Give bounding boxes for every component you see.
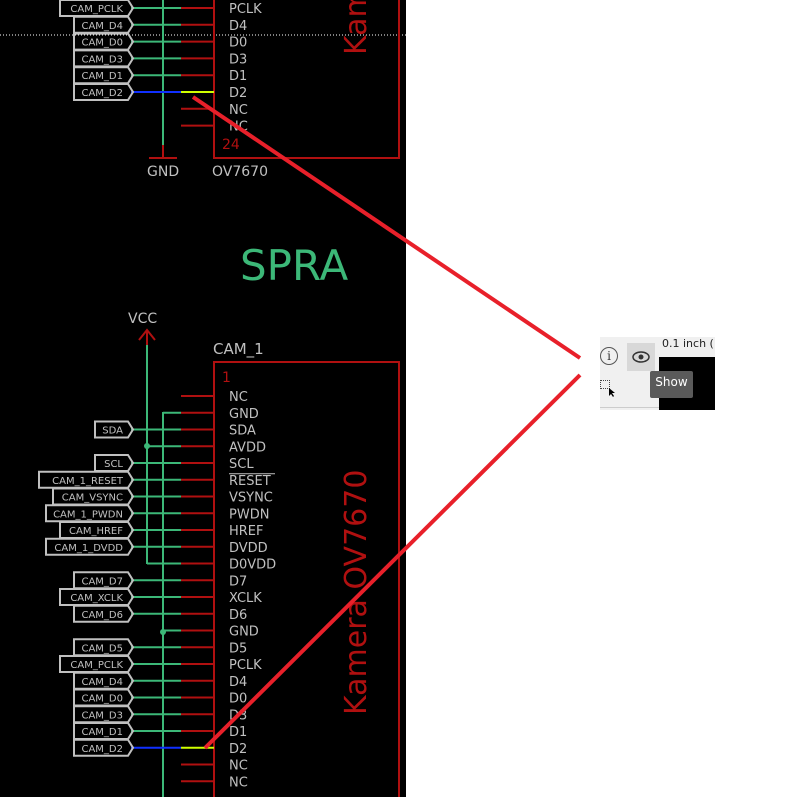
pin-name: D1: [229, 725, 247, 740]
tooltip: Show: [650, 371, 693, 398]
net-label-frame: [73, 15, 135, 34]
net-label-frame: [73, 49, 135, 68]
pin-name: GND: [229, 625, 259, 640]
part-value-vertical: Kamera OV7670: [339, 470, 374, 715]
net-label: CAM_D4: [81, 677, 123, 688]
pin-name: HREF: [229, 524, 264, 539]
pin-name: D7: [229, 574, 247, 589]
eye-icon: [632, 351, 650, 363]
pin-name: D5: [229, 641, 247, 656]
pin-name: NC: [229, 759, 248, 774]
net-label: CAM_D0: [81, 38, 123, 49]
net-label: CAM_D2: [81, 744, 123, 755]
net-label: CAM_D5: [81, 643, 123, 654]
net-label-frame: [73, 738, 135, 757]
net-label-frame: [59, 588, 135, 606]
net-label: CAM_D7: [81, 576, 123, 587]
vcc-arrow-icon: [138, 328, 156, 345]
net-label: CAM_HREF: [69, 526, 123, 537]
net-label-frame: [73, 688, 135, 707]
net-label: CAM_D6: [81, 610, 123, 621]
pin-name: VSYNC: [229, 491, 273, 506]
pin-name: NC: [229, 103, 248, 118]
pin-name: D3: [229, 52, 247, 67]
net-label-frame: [59, 655, 135, 673]
net-label-frame: [59, 521, 135, 539]
divider: [600, 407, 659, 408]
pin-name: D1: [229, 69, 247, 84]
net-label: CAM_D3: [81, 54, 123, 65]
net-label: SDA: [102, 426, 123, 437]
vcc-label: VCC: [128, 311, 157, 327]
net-label-frame: [59, 0, 135, 17]
pin-name: D3: [229, 708, 247, 723]
info-icon[interactable]: i: [600, 347, 618, 365]
pin-name: NC: [229, 775, 248, 790]
schematic[interactable]: GNDPCLKCAM_PCLKD4CAM_D4D0CAM_D0D3CAM_D3D…: [0, 0, 406, 801]
net-label-frame: [73, 671, 135, 690]
pin-name: PCLK: [229, 2, 262, 17]
part-value-vertical: Kamera: [339, 0, 374, 55]
net-label-frame: [94, 454, 135, 472]
pin-name: DVDD: [229, 541, 268, 556]
pin-name: RESET: [229, 474, 271, 489]
net-label: CAM_D3: [81, 710, 123, 721]
pin-number: 24: [222, 137, 240, 153]
net-label: CAM_D4: [81, 21, 123, 32]
net-label: CAM_PCLK: [70, 660, 123, 671]
net-label-frame: [73, 604, 135, 623]
net-label: CAM_D0: [81, 694, 123, 705]
pin-name: PCLK: [229, 658, 262, 673]
net-label: CAM_VSYNC: [62, 493, 123, 504]
pin-name: D2: [229, 86, 247, 101]
pin-name: SDA: [229, 424, 256, 439]
net-label: CAM_1_PWDN: [53, 509, 123, 520]
pin-name: D0: [229, 36, 247, 51]
net-label: SCL: [104, 459, 123, 470]
grid-scale-text: 0.1 inch (: [662, 337, 714, 350]
net-label: CAM_1_DVDD: [54, 543, 123, 554]
pin-name: PWDN: [229, 507, 269, 522]
net-label-frame: [73, 638, 135, 657]
net-label-frame: [45, 504, 135, 523]
net-label: CAM_1_RESET: [52, 476, 124, 487]
pin-number: 1: [222, 370, 231, 386]
pin-name: D4: [229, 19, 247, 34]
tool-panel: i Show 0.1 inch (: [600, 337, 715, 410]
net-label-frame: [73, 32, 135, 51]
pin-name: GND: [229, 407, 259, 422]
net-label-frame: [52, 487, 135, 506]
part-name: CAM_1: [213, 340, 264, 359]
net-label: CAM_D1: [81, 727, 123, 738]
net-label-frame: [73, 66, 135, 85]
value-label: OV7670: [212, 164, 268, 180]
pin-name: D0: [229, 692, 247, 707]
net-label: CAM_XCLK: [70, 593, 123, 604]
select-rect-icon[interactable]: [600, 380, 610, 389]
net-label: CAM_D2: [81, 88, 123, 99]
pin-name: D6: [229, 608, 247, 623]
show-button[interactable]: [627, 343, 655, 371]
net-label-frame: [45, 537, 135, 556]
net-label-frame: [73, 705, 135, 724]
pin-name: SCL: [229, 457, 254, 472]
pin-name: NC: [229, 120, 248, 135]
net-label: CAM_D1: [81, 71, 123, 82]
net-label-frame: [73, 722, 135, 740]
net-label-frame: [73, 571, 135, 590]
pin-name: XCLK: [229, 591, 262, 606]
net-label-frame: [73, 83, 135, 101]
cursor-icon: [609, 388, 615, 397]
net-label-frame: [94, 420, 135, 439]
pin-name: NC: [229, 390, 248, 405]
pin-name: D0VDD: [229, 558, 276, 573]
net-label: CAM_PCLK: [70, 4, 123, 15]
pin-name: D2: [229, 742, 247, 757]
sprache-text: SPRA: [240, 241, 348, 290]
pin-name: AVDD: [229, 440, 266, 455]
net-label-frame: [38, 470, 135, 489]
gnd-label: GND: [147, 164, 179, 180]
pin-name: D4: [229, 675, 247, 690]
